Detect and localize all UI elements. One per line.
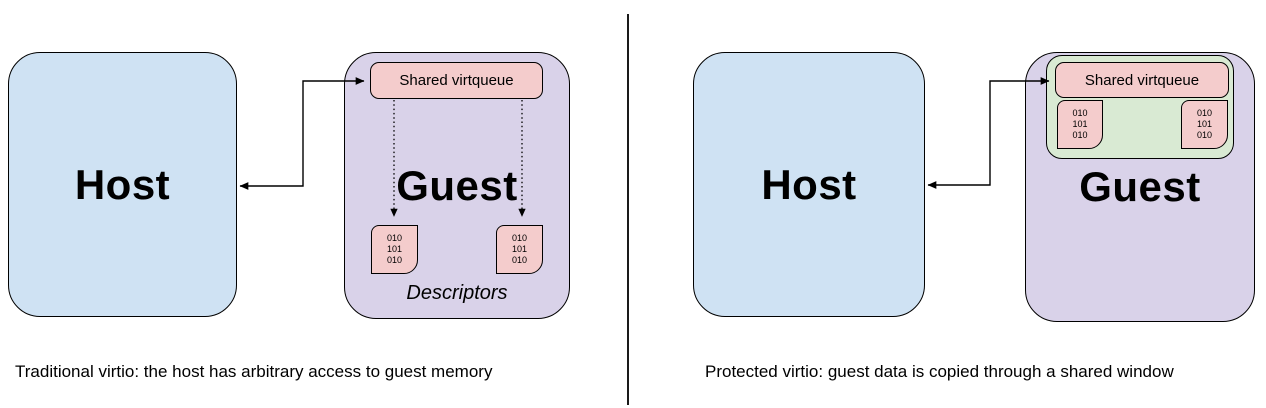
caption-traditional-virtio: Traditional virtio: the host has arbitra…	[15, 362, 493, 381]
guest-box-protected: Guest Shared virtqueue 010 101 010 010 1…	[1025, 52, 1255, 322]
host-box-protected: Host	[693, 52, 925, 317]
guest-label: Guest	[1079, 163, 1201, 210]
descriptor-memory-box: 010 101 010	[496, 225, 543, 274]
shared-virtqueue-box: Shared virtqueue	[370, 62, 543, 99]
host-label: Host	[761, 160, 857, 208]
descriptor-bits: 010 101 010	[511, 233, 528, 265]
descriptor-bits: 010 101 010	[386, 233, 403, 265]
host-box-traditional: Host	[8, 52, 237, 317]
copied-memory-box: 010 101 010	[1181, 100, 1228, 149]
copied-bits: 010 101 010	[1072, 108, 1088, 140]
panel-divider-line	[627, 14, 629, 405]
shared-virtqueue-label: Shared virtqueue	[1084, 71, 1200, 89]
copied-bits: 010 101 010	[1196, 108, 1213, 140]
descriptors-label: Descriptors	[406, 282, 508, 304]
host-label: Host	[74, 160, 171, 208]
shared-virtqueue-label: Shared virtqueue	[399, 72, 514, 89]
caption-protected-virtio: Protected virtio: guest data is copied t…	[705, 362, 1174, 381]
guest-box-traditional: Guest Shared virtqueue 010 101 010 010 1…	[344, 52, 570, 319]
shared-window-box: Shared virtqueue 010 101 010 010 101 010	[1046, 55, 1234, 159]
guest-label: Guest	[396, 161, 518, 209]
copied-memory-box: 010 101 010	[1057, 100, 1103, 149]
shared-virtqueue-box: Shared virtqueue	[1055, 62, 1229, 98]
descriptor-memory-box: 010 101 010	[371, 225, 418, 274]
